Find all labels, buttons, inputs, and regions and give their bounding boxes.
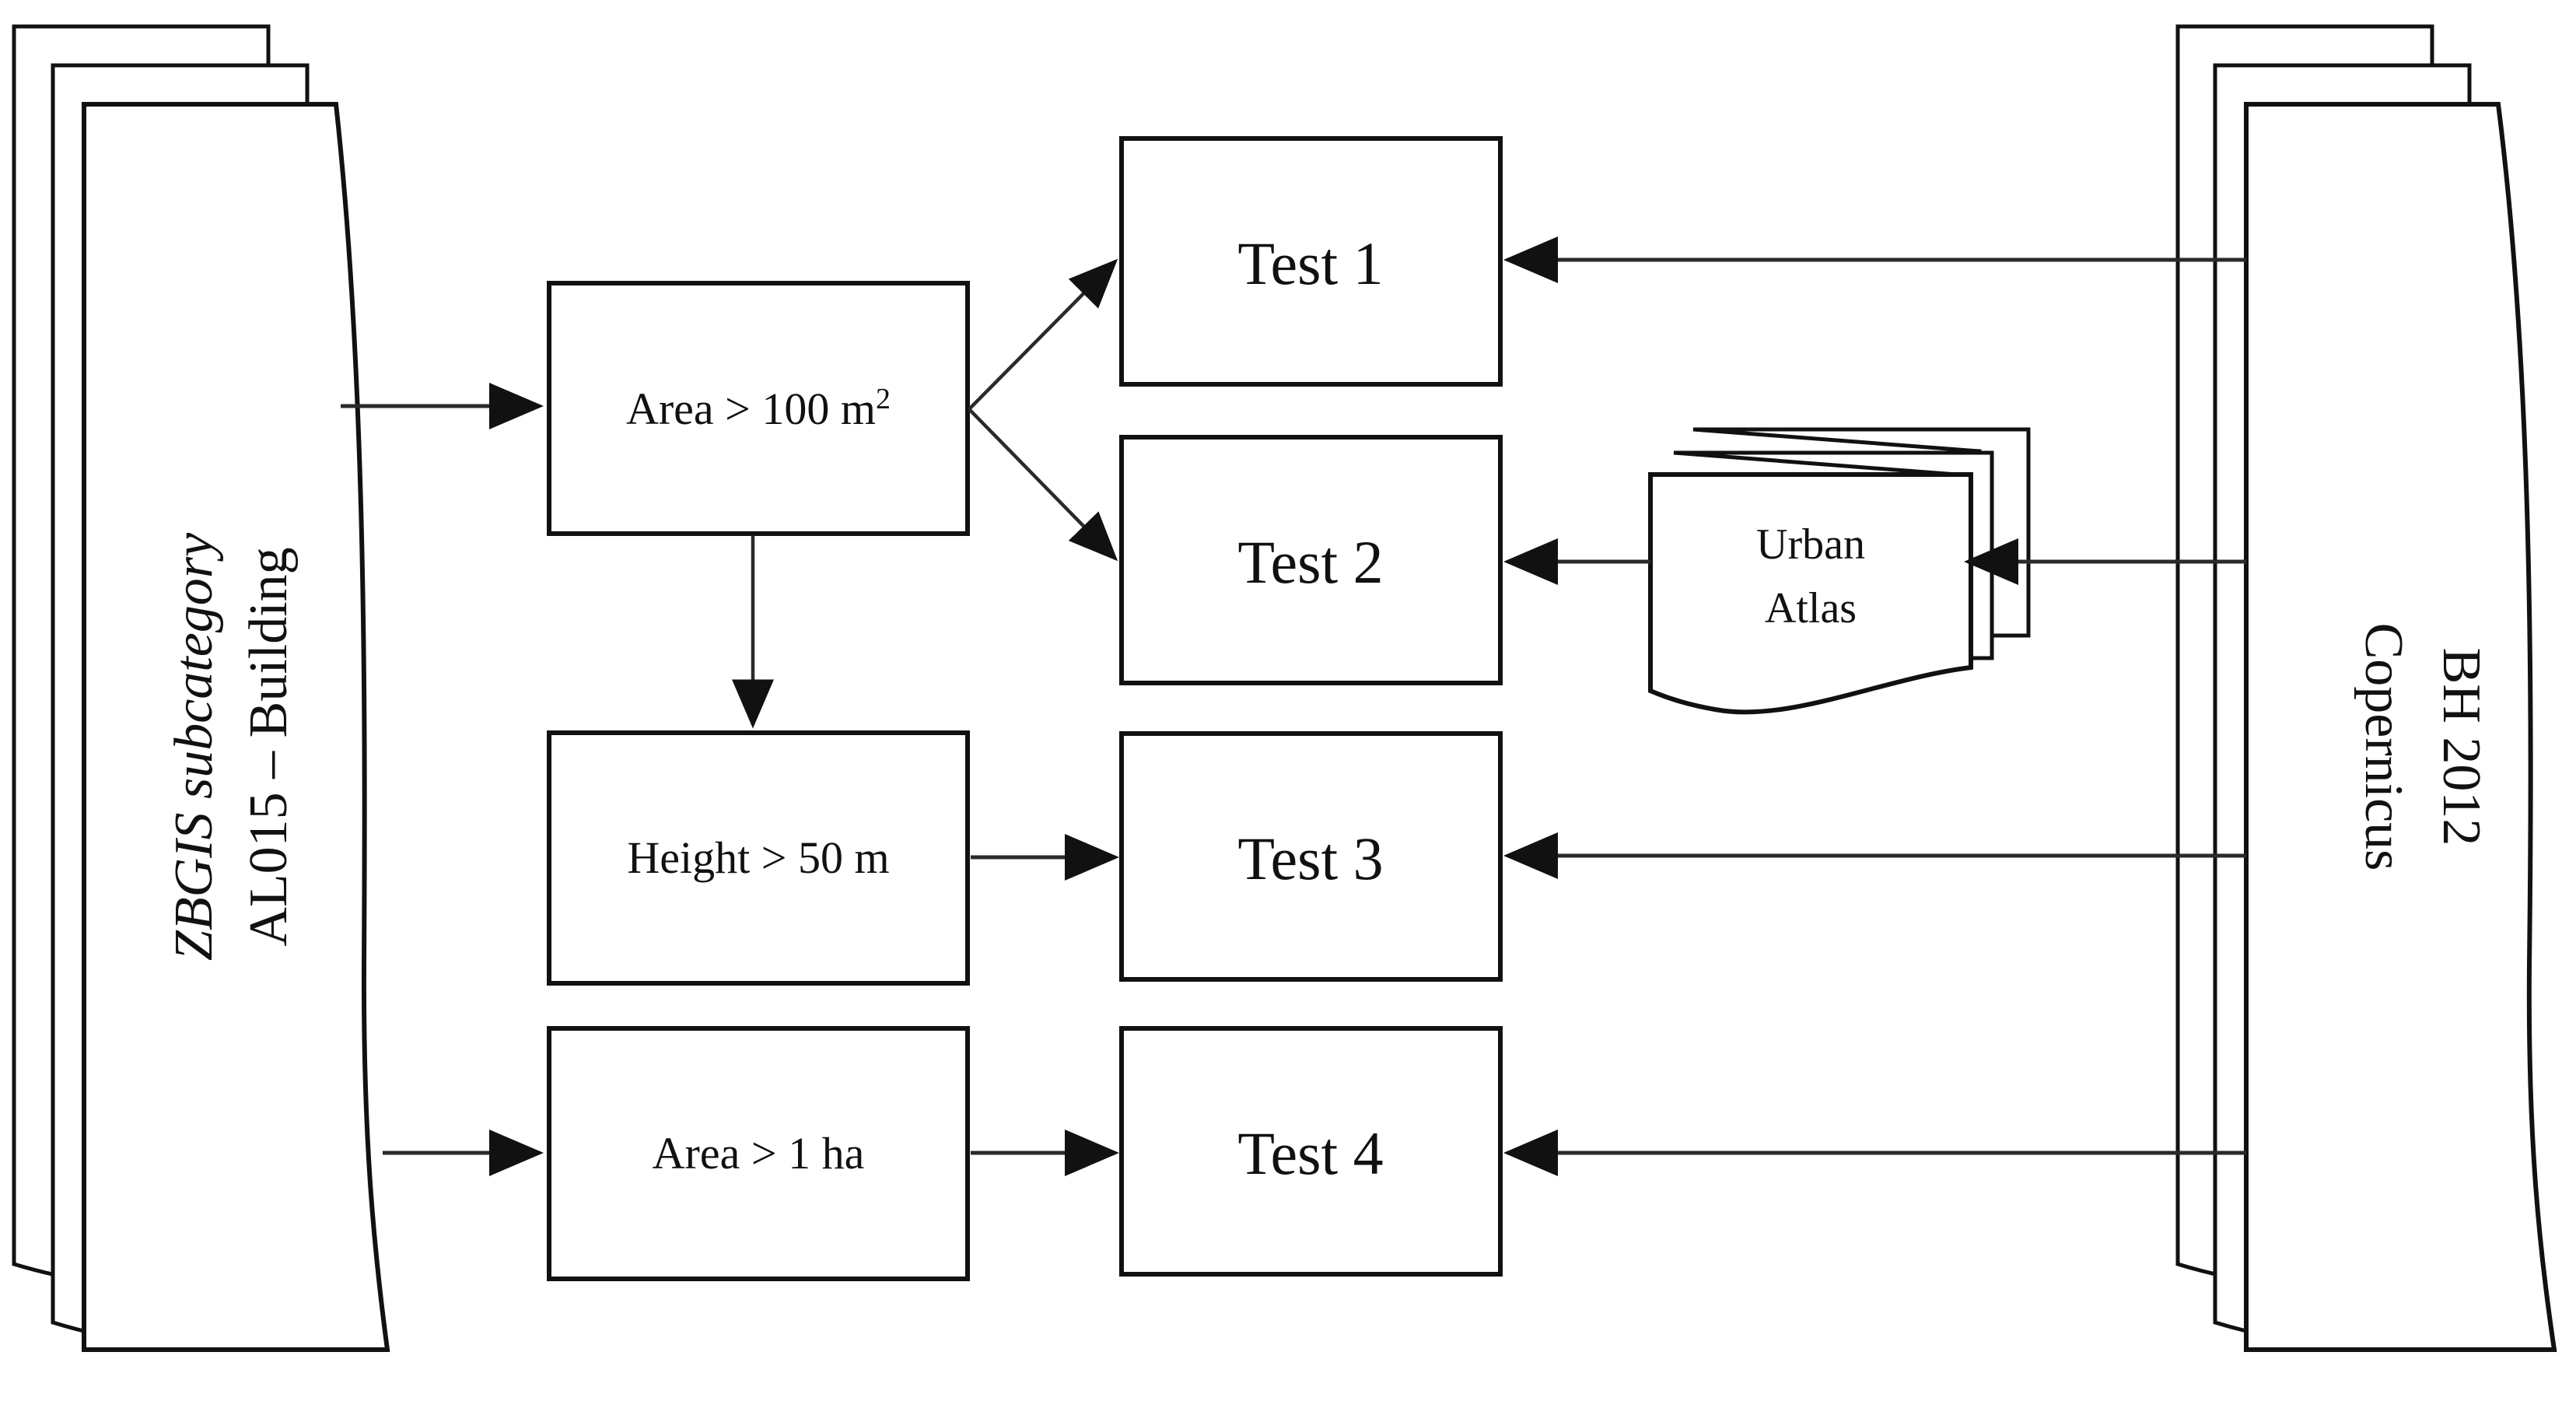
test-2[interactable]: Test 2 <box>1119 435 1503 685</box>
cond-height-50-box <box>547 730 970 986</box>
test-1-box <box>1119 136 1503 387</box>
test-3-label: Test 3 <box>1237 825 1383 892</box>
test-1-label: Test 1 <box>1237 229 1383 297</box>
test-2-box <box>1119 435 1503 685</box>
urban-atlas-layer-3 <box>1692 427 2031 638</box>
cond-area-1ha[interactable]: Area > 1 ha <box>547 1026 970 1281</box>
zbgis-source[interactable]: ZBGIS subcategory AL015 – Building <box>12 24 390 1352</box>
test-3[interactable]: Test 3 <box>1119 731 1503 982</box>
edge-area100-to-test1 <box>968 258 1118 411</box>
zbgis-stack-front <box>82 102 390 1352</box>
zbgis-source-line1: ZBGIS subcategory <box>164 532 224 961</box>
cond-height-50-label: Height > 50 m <box>627 832 889 883</box>
test-4[interactable]: Test 4 <box>1119 1026 1503 1277</box>
copernicus-source-line1: Copernicus <box>2354 623 2413 871</box>
test-4-label: Test 4 <box>1237 1119 1383 1187</box>
copernicus-source[interactable]: Copernicus BH 2012 <box>2175 24 2557 1352</box>
test-4-box <box>1119 1026 1503 1277</box>
cond-area-100-label-text: Area > 100 m <box>626 384 876 434</box>
cond-area-100[interactable]: Area > 100 m2 <box>547 281 970 536</box>
cond-height-50[interactable]: Height > 50 m <box>547 730 970 986</box>
cond-area-100-box <box>547 281 970 536</box>
cond-area-1ha-label: Area > 1 ha <box>653 1128 865 1179</box>
test-1[interactable]: Test 1 <box>1119 136 1503 387</box>
urban-atlas-source[interactable]: Urban Atlas <box>1648 427 2031 715</box>
copernicus-source-line2: BH 2012 <box>2431 648 2491 846</box>
cond-area-100-label: Area > 100 m2 <box>626 383 891 434</box>
urban-atlas-line1: Urban <box>1756 520 1865 569</box>
zbgis-source-line2: AL015 – Building <box>239 547 299 946</box>
test-2-label: Test 2 <box>1237 528 1383 596</box>
copernicus-stack-front <box>2244 102 2557 1352</box>
test-3-box <box>1119 731 1503 982</box>
cond-area-100-superscript: 2 <box>876 383 891 415</box>
urban-atlas-line2: Atlas <box>1765 584 1857 632</box>
cond-area-1ha-box <box>547 1026 970 1281</box>
edge-area100-to-test2 <box>968 408 1118 562</box>
urban-atlas-front <box>1648 472 1973 715</box>
